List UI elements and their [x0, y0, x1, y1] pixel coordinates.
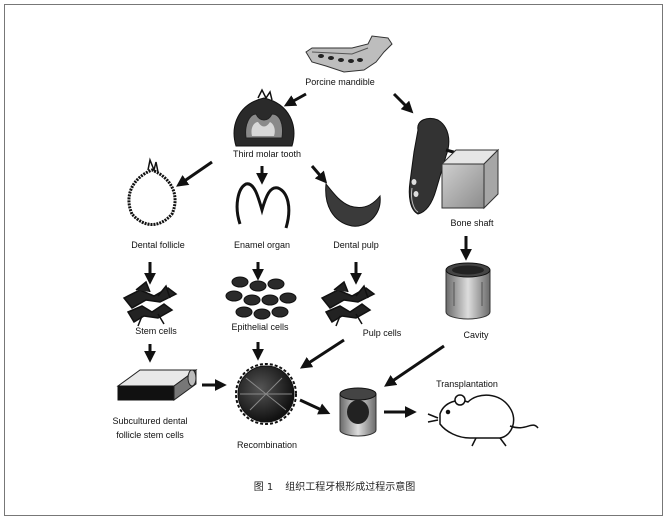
- mouse-image: [427, 394, 539, 447]
- label-bone-shaft: Bone shaft: [450, 218, 494, 228]
- label-stem-cells: Stem cells: [135, 326, 177, 336]
- enamel-organ-image: [235, 182, 291, 229]
- arrow-cavity-to-construct: [384, 344, 445, 387]
- dental-follicle-image: [127, 157, 177, 226]
- porcine-mandible-image: [305, 35, 393, 73]
- arrow-mandible-to-molar: [283, 92, 307, 107]
- recombination-sphere-image: [235, 363, 297, 425]
- third-molar-image: [233, 88, 295, 147]
- caption-text: 组织工程牙根形成过程示意图: [285, 482, 416, 493]
- label-enamel-organ: Enamel organ: [233, 240, 291, 250]
- stem-cells-image: [122, 280, 178, 327]
- caption-number: 图 1: [253, 482, 274, 493]
- label-cavity: Cavity: [463, 330, 489, 340]
- arrow-recombination-to-construct: [299, 398, 331, 415]
- pulp-cells-image: [320, 280, 376, 327]
- label-subcultured-line2: follicle stem cells: [116, 430, 184, 440]
- label-subcultured-line1: Subcultured dental: [112, 416, 188, 426]
- label-transplantation: Transplantation: [436, 379, 498, 389]
- label-pulp-cells: Pulp cells: [362, 328, 402, 338]
- label-third-molar: Third molar tooth: [232, 149, 302, 159]
- label-dental-pulp: Dental pulp: [333, 240, 379, 250]
- label-dental-follicle: Dental follicle: [131, 240, 185, 250]
- label-epithelial-cells: Epithelial cells: [231, 322, 289, 332]
- figure-frame: [4, 4, 663, 516]
- cavity-cylinder-image: [445, 262, 491, 320]
- arrow-molar-to-follicle: [176, 160, 213, 187]
- arrow-molar-to-pulp: [310, 165, 328, 184]
- epithelial-cells-image: [225, 276, 297, 320]
- bone-shaft-cube-image: [440, 148, 500, 210]
- construct-cylinder-image: [339, 387, 377, 437]
- label-porcine-mandible: Porcine mandible: [305, 77, 375, 87]
- figure-caption: 图 1 组织工程牙根形成过程示意图: [0, 478, 669, 493]
- label-recombination: Recombination: [236, 440, 298, 450]
- culture-scaffold-image: [116, 369, 198, 401]
- dental-pulp-image: [325, 182, 381, 227]
- arrow-mandible-to-bone: [392, 92, 414, 114]
- flow-arrows: [144, 92, 472, 418]
- arrow-pulpcells-to-recombination: [299, 338, 345, 369]
